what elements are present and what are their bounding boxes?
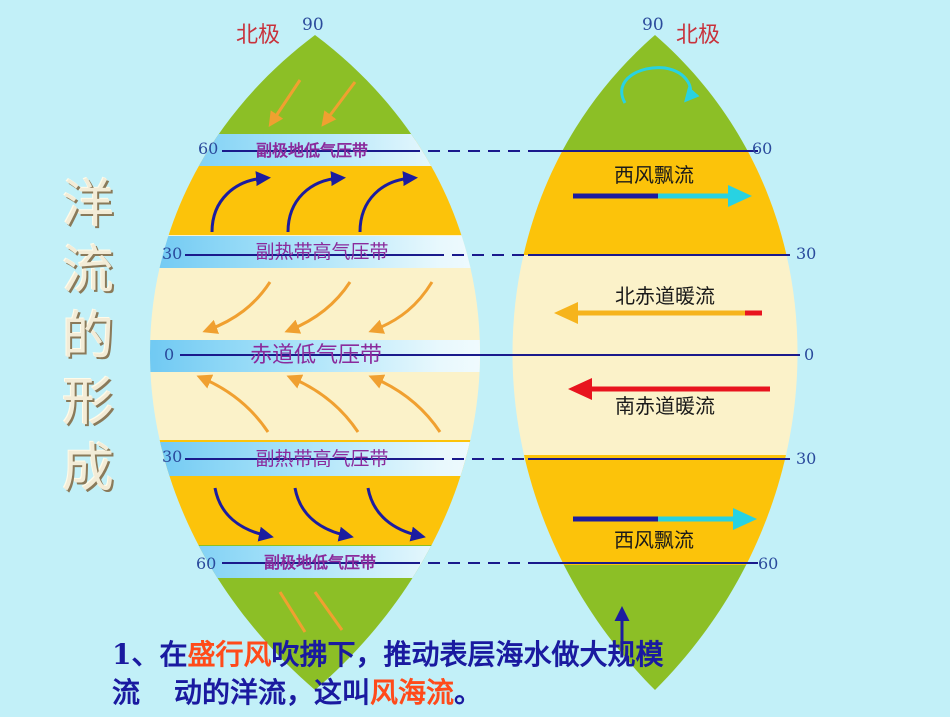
caption-text-part: 吹拂下，推动表层海水做大规模 bbox=[271, 638, 664, 671]
title-char: 流 bbox=[61, 241, 114, 301]
polar-wind-arrow bbox=[268, 79, 302, 127]
westerly-wind-arrow bbox=[293, 487, 354, 542]
north-pole-label: 北极 bbox=[236, 23, 280, 48]
westerly-zone-top bbox=[512, 150, 798, 255]
north-pole-label: 北极 bbox=[676, 23, 720, 48]
left-globe-labels: 北极 90 60 30 0 30 60 副极地低气压带 副热带高气压带 赤道低气… bbox=[162, 15, 389, 573]
current-label-north-equatorial: 北赤道暖流 bbox=[615, 284, 715, 308]
right-globe-labels: 90 北极 60 30 0 30 60 西风飘流 北赤道暖流 南赤道暖流 西风飘… bbox=[614, 15, 816, 573]
lat-label-60n: 60 bbox=[752, 139, 772, 158]
trade-wind-arrow bbox=[368, 374, 442, 433]
westerly-wind-arrow bbox=[358, 171, 418, 233]
trade-wind-arrow bbox=[286, 374, 360, 433]
caption-highlight-wind-driven-current: 风海流 bbox=[370, 676, 455, 709]
north-equatorial-head bbox=[554, 302, 578, 324]
caption-line-2: 流动的洋流，这叫风海流。 bbox=[112, 674, 812, 712]
title-char: 形 bbox=[61, 373, 114, 433]
lat-label-60n: 60 bbox=[198, 139, 218, 158]
latitude-lines bbox=[180, 150, 800, 564]
belt-label-60s: 副极地低气压带 bbox=[264, 553, 376, 572]
right-globe bbox=[512, 35, 798, 690]
title-char: 洋 bbox=[61, 175, 114, 235]
trade-wind-arrow bbox=[368, 281, 434, 334]
lat-label-60s: 60 bbox=[758, 554, 778, 573]
lat-label-30s: 30 bbox=[162, 447, 182, 466]
lat-label-0: 0 bbox=[164, 345, 174, 364]
caption-text-part: 动的洋流，这叫 bbox=[174, 676, 371, 709]
belt-bar-30n bbox=[150, 236, 480, 268]
lat-label-0: 0 bbox=[804, 345, 814, 364]
lat-label-30s: 30 bbox=[796, 449, 816, 468]
polar-zone-top bbox=[512, 35, 798, 150]
caption-highlight-prevailing-wind: 盛行风 bbox=[187, 638, 272, 671]
polar-zone-top bbox=[150, 35, 480, 140]
west-wind-drift-head bbox=[733, 508, 757, 530]
trade-wind-arrow bbox=[202, 281, 272, 334]
westerly-wind-arrow bbox=[366, 487, 426, 542]
belt-label-30n: 副热带高气压带 bbox=[255, 241, 388, 263]
west-wind-drift-head bbox=[728, 185, 752, 207]
westerly-wind-arrow bbox=[213, 487, 274, 542]
lat-label-60s: 60 bbox=[196, 554, 216, 573]
current-label-west-wind-drift-bottom: 西风飘流 bbox=[614, 528, 694, 552]
trade-wind-arrow bbox=[196, 374, 270, 433]
caption-text-part: 流 bbox=[112, 676, 141, 709]
caption-line-1: 1、在盛行风吹拂下，推动表层海水做大规模 bbox=[112, 636, 812, 674]
polar-wind-arrow bbox=[313, 591, 344, 631]
caption-end: 。 bbox=[454, 676, 483, 709]
lat-label-30n: 30 bbox=[796, 244, 816, 263]
caption-prefix: 1、在 bbox=[112, 638, 188, 671]
caption-text: 1、在盛行风吹拂下，推动表层海水做大规模 流动的洋流，这叫风海流。 bbox=[112, 636, 812, 712]
trade-wind-arrow bbox=[284, 281, 352, 334]
title-char: 的 bbox=[61, 307, 114, 367]
belt-label-60n: 副极地低气压带 bbox=[256, 141, 368, 160]
pole-value-label: 90 bbox=[302, 15, 324, 35]
polar-circulation-arrow bbox=[620, 66, 700, 104]
westerly-wind-arrow bbox=[286, 171, 346, 233]
vertical-title: 洋 流 的 形 成 bbox=[52, 172, 124, 502]
lat-label-30n: 30 bbox=[162, 244, 182, 263]
polar-wind-arrow bbox=[278, 591, 307, 633]
south-equatorial-head bbox=[568, 378, 592, 400]
current-label-west-wind-drift-top: 西风飘流 bbox=[614, 163, 694, 187]
title-char: 成 bbox=[61, 439, 114, 499]
westerly-zone-bottom bbox=[512, 455, 798, 565]
pole-value-label: 90 bbox=[642, 15, 664, 35]
westerly-wind-arrow bbox=[210, 171, 271, 233]
belt-label-0: 赤道低气压带 bbox=[250, 343, 382, 368]
polar-wind-arrow bbox=[321, 81, 357, 127]
belt-label-30s: 副热带高气压带 bbox=[255, 448, 388, 470]
current-label-south-equatorial: 南赤道暖流 bbox=[615, 394, 715, 418]
